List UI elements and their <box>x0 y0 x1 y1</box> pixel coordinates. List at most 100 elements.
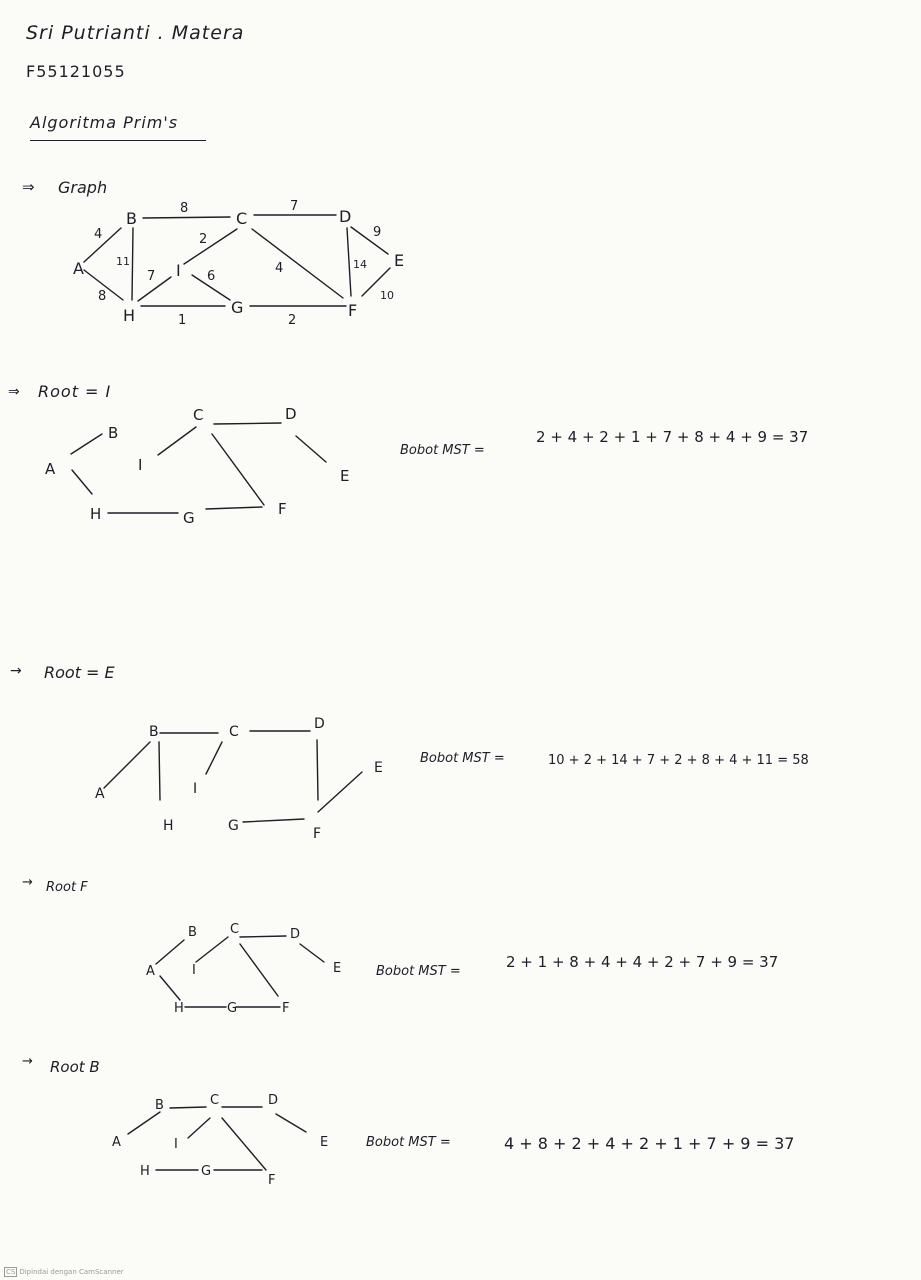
tree1-node-g: G <box>183 509 195 527</box>
edge-b-h <box>131 227 134 301</box>
tree4-node-f: F <box>268 1173 275 1188</box>
tree4-node-h: H <box>140 1164 150 1179</box>
edge-a-b <box>83 227 122 263</box>
tree-root-e: → Root = E A B C D E F G H I Bobot MST = <box>10 663 809 842</box>
student-id: F55121055 <box>26 62 126 81</box>
tree1-node-h: H <box>90 505 101 523</box>
edge-e-f <box>361 267 391 297</box>
node-g: G <box>231 298 243 317</box>
tree3-node-a: A <box>146 964 155 979</box>
tree3-edge-a-h <box>159 975 181 1001</box>
tree2-node-c: C <box>229 724 239 740</box>
tree1-edge-a-h <box>71 469 93 495</box>
tree1-edge-g-f <box>205 506 263 510</box>
tree1-mst-expression: 2 + 4 + 2 + 1 + 7 + 8 + 4 + 9 = 37 <box>536 428 808 446</box>
section-label-root-i: Root = I <box>38 382 111 401</box>
tree4-edge-b-c <box>169 1106 207 1109</box>
tree3-edge-i-c <box>195 936 229 963</box>
tree1-node-e: E <box>340 467 349 485</box>
weight-c-f: 4 <box>275 261 283 276</box>
tree1-edge-c-d <box>213 422 282 425</box>
tree3-node-e: E <box>333 961 341 976</box>
tree2-edge-b-h <box>158 741 161 801</box>
section-label-root-f: Root F <box>46 880 88 895</box>
student-name: Sri Putrianti . Matera <box>26 22 245 44</box>
tree4-node-a: A <box>112 1135 121 1150</box>
node-f: F <box>348 301 357 320</box>
section-label-root-e: Root = E <box>44 663 116 682</box>
tree3-edge-a-b <box>155 939 185 965</box>
tree2-mst-label: Bobot MST = <box>420 751 505 766</box>
tree2-edge-g-f <box>242 818 305 823</box>
tree1-edge-c-g <box>211 433 265 506</box>
tree2-node-f: F <box>313 826 321 842</box>
tree2-mst-expression: 10 + 2 + 14 + 7 + 2 + 8 + 4 + 11 = 58 <box>548 753 809 768</box>
weight-a-h: 8 <box>98 289 106 304</box>
weight-d-e: 9 <box>373 225 381 240</box>
tree4-node-d: D <box>268 1093 278 1108</box>
tree1-node-d: D <box>285 405 297 423</box>
edge-a-h <box>83 269 124 301</box>
tree3-node-c: C <box>230 922 239 937</box>
scanner-text: Dipindai dengan CamScanner <box>19 1268 124 1276</box>
tree3-node-i: I <box>192 963 196 978</box>
title-underline <box>30 140 206 141</box>
weight-a-b: 4 <box>94 227 102 242</box>
node-i: I <box>176 261 181 280</box>
tree4-mst-label: Bobot MST = <box>366 1135 451 1150</box>
tree1-node-a: A <box>45 460 56 478</box>
tree4-edge-c-f <box>221 1117 267 1171</box>
edge-h-i <box>137 276 172 302</box>
tree1-mst-label: Bobot MST = <box>400 443 485 458</box>
node-d: D <box>339 207 351 226</box>
graph-label: Graph <box>58 178 107 197</box>
node-b: B <box>126 209 137 228</box>
tree1-node-c: C <box>193 406 203 424</box>
tree2-node-b: B <box>149 724 159 740</box>
tree4-edge-d-e <box>275 1113 307 1133</box>
tree4-edge-a-b <box>127 1111 161 1135</box>
tree1-edge-i-c <box>157 426 197 456</box>
weight-h-g: 1 <box>178 313 186 328</box>
tree3-mst-expression: 2 + 1 + 8 + 4 + 4 + 2 + 7 + 9 = 37 <box>506 953 778 971</box>
weight-e-f: 10 <box>380 289 394 302</box>
tree2-node-g: G <box>228 818 239 834</box>
tree4-mst-expression: 4 + 8 + 2 + 4 + 2 + 1 + 7 + 9 = 37 <box>504 1134 794 1153</box>
tree2-node-d: D <box>314 716 325 732</box>
tree3-node-h: H <box>174 1001 184 1016</box>
node-h: H <box>123 306 135 325</box>
edge-c-f <box>251 228 344 299</box>
graph-weights: 4 8 8 11 7 9 10 14 4 2 7 6 1 2 <box>94 199 394 328</box>
tree2-node-a: A <box>95 786 105 802</box>
weight-i-g: 6 <box>207 269 215 284</box>
node-a: A <box>73 259 84 278</box>
edge-d-e <box>350 226 389 255</box>
tree-root-f: → Root F A B C D E F G H I Bobot MST = <box>22 875 778 1016</box>
graph-nodes: A B C D E F G H I <box>73 207 404 325</box>
tree3-nodes: A B C D E F G H I <box>146 922 341 1016</box>
edge-c-i <box>183 228 238 265</box>
tree2-nodes: A B C D E F G H I <box>95 716 383 842</box>
weight-c-d: 7 <box>290 199 298 214</box>
tree3-node-g: G <box>227 1001 237 1016</box>
tree-root-b: → Root B A B C D E F G H I Bobot MST = <box>22 1054 794 1188</box>
tree4-node-b: B <box>155 1098 164 1113</box>
tree1-edge-a-b <box>70 433 103 455</box>
weight-g-f: 2 <box>288 313 296 328</box>
tree2-edge-a-b <box>103 741 151 789</box>
tree-root-i: ⇒ Root = I A B C D E F G H I Bobot MST = <box>8 382 808 527</box>
tree1-node-i: I <box>138 456 142 474</box>
tree4-node-g: G <box>201 1164 211 1179</box>
weight-h-i: 7 <box>147 269 155 284</box>
tree4-edge-i-c <box>187 1117 211 1139</box>
tree1-node-f: F <box>278 500 287 518</box>
weight-d-f: 14 <box>353 258 367 271</box>
arrow-icon: ⇒ <box>22 178 35 196</box>
tree4-node-i: I <box>174 1137 178 1152</box>
tree2-edge-i-c <box>205 741 223 775</box>
page-title: Algoritma Prim's <box>30 113 179 132</box>
tree1-node-b: B <box>108 424 118 442</box>
